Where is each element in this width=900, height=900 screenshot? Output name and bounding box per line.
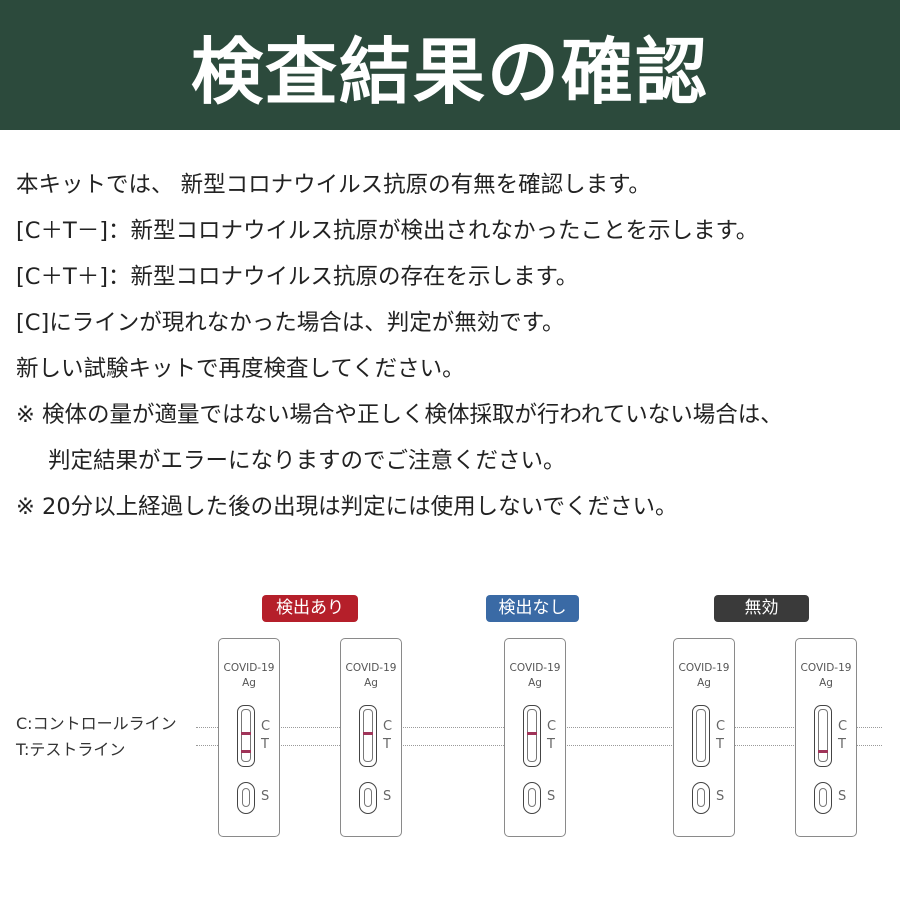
result-window-inner — [817, 709, 828, 762]
result-window — [359, 705, 377, 767]
t-marker: T — [261, 737, 269, 752]
s-marker: S — [547, 789, 556, 804]
s-marker: S — [716, 789, 725, 804]
sample-well-inner — [818, 788, 827, 807]
header-banner: 検査結果の確認 — [0, 0, 900, 130]
sample-well-inner — [241, 788, 250, 807]
note-line: 判定結果がエラーになりますのでご注意ください。 — [48, 448, 566, 474]
legend-t-line: T:テストライン — [16, 740, 126, 759]
cassette-label-ag: Ag — [528, 677, 542, 689]
page-title: 検査結果の確認 — [190, 29, 709, 114]
instruction-line: [C＋T＋]：新型コロナウイルス抗原の存在を示します。 — [16, 264, 579, 290]
c-marker: C — [547, 719, 557, 734]
c-marker: C — [838, 719, 848, 734]
cassette-label-ag: Ag — [364, 677, 378, 689]
sample-well — [523, 782, 541, 814]
badge-negative: 検出なし — [486, 595, 579, 622]
sample-well-inner — [527, 788, 536, 807]
control-band — [240, 732, 251, 735]
result-window — [814, 705, 832, 767]
t-marker: T — [716, 737, 724, 752]
instructions-text: 本キットでは、 新型コロナウイルス抗原の有無を確認します。 [C＋T－]：新型コ… — [16, 162, 896, 530]
result-window-inner — [362, 709, 373, 762]
result-window — [237, 705, 255, 767]
s-marker: S — [383, 789, 392, 804]
s-marker: S — [261, 789, 270, 804]
sample-well — [814, 782, 832, 814]
instruction-line: [C＋T－]：新型コロナウイルス抗原が検出されなかったことを示します。 — [16, 218, 759, 244]
result-window-inner — [695, 709, 706, 762]
result-window — [523, 705, 541, 767]
legend-c-line: C:コントロールライン — [16, 714, 177, 733]
s-marker: S — [838, 789, 847, 804]
result-window-inner — [240, 709, 251, 762]
badge-invalid: 無効 — [714, 595, 809, 622]
cassette-label-name: COVID-19 — [345, 662, 397, 674]
cassette-label-name: COVID-19 — [678, 662, 730, 674]
test-band — [817, 750, 828, 753]
instruction-line: 本キットでは、 新型コロナウイルス抗原の有無を確認します。 — [16, 172, 651, 198]
cassette-label-ag: Ag — [819, 677, 833, 689]
cassette-label-ag: Ag — [242, 677, 256, 689]
sample-well — [359, 782, 377, 814]
c-marker: C — [716, 719, 726, 734]
cassette-label-name: COVID-19 — [223, 662, 275, 674]
test-band — [240, 750, 251, 753]
sample-well — [692, 782, 710, 814]
instruction-line: 新しい試験キットで再度検査してください。 — [16, 356, 465, 382]
cassette-label-name: COVID-19 — [800, 662, 852, 674]
result-window-inner — [526, 709, 537, 762]
cassette-label-ag: Ag — [697, 677, 711, 689]
cassette-label-name: COVID-19 — [509, 662, 561, 674]
t-marker: T — [383, 737, 391, 752]
t-marker: T — [547, 737, 555, 752]
instruction-line: [C]にラインが現れなかった場合は、判定が無効です。 — [16, 310, 565, 336]
result-window — [692, 705, 710, 767]
sample-well-inner — [696, 788, 705, 807]
note-line: ※ 検体の量が適量ではない場合や正しく検体採取が行われていない場合は、 — [16, 402, 783, 428]
t-marker: T — [838, 737, 846, 752]
badge-positive: 検出あり — [262, 595, 358, 622]
c-marker: C — [383, 719, 393, 734]
note-line: ※ 20分以上経過した後の出現は判定には使用しないでください。 — [16, 494, 678, 520]
control-band — [526, 732, 537, 735]
c-marker: C — [261, 719, 271, 734]
sample-well — [237, 782, 255, 814]
sample-well-inner — [363, 788, 372, 807]
control-band — [362, 732, 373, 735]
